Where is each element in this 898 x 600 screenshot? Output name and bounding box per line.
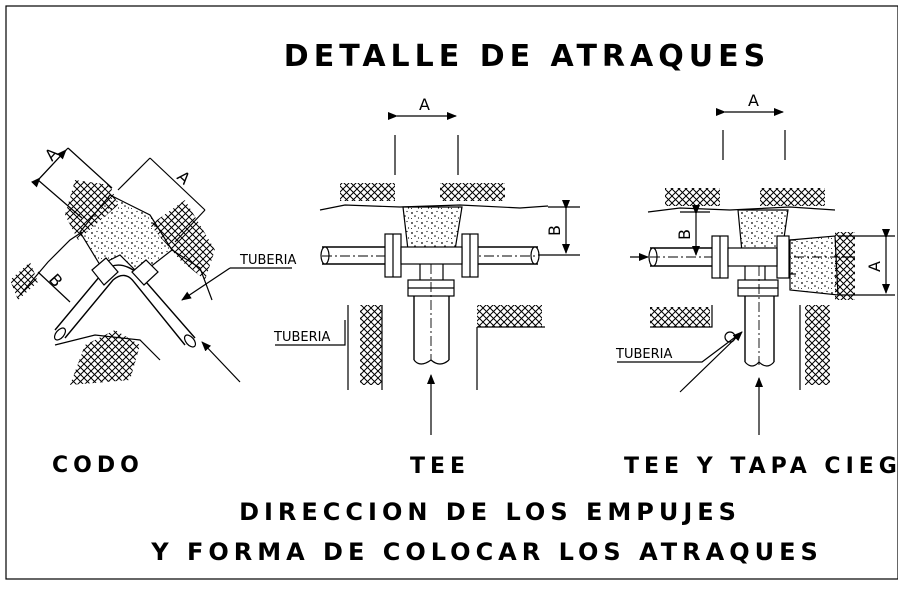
soil-hatch (150, 200, 215, 280)
footer-line-1: DIRECCION DE LOS EMPUJES (239, 498, 741, 526)
dim-a-label: A (419, 95, 430, 114)
tee-detail (275, 112, 580, 435)
pipe-label: TUBERIA (239, 253, 296, 268)
caption-codo: CODO (52, 453, 144, 478)
soil-hatch (650, 307, 710, 327)
dim-a-label: A (865, 261, 884, 272)
soil-hatch (340, 183, 395, 201)
footer-line-2: Y FORMA DE COLOCAR LOS ATRAQUES (150, 538, 823, 566)
dim-b-label: B (675, 229, 694, 240)
soil-hatch (360, 305, 382, 385)
sheet-border (5, 5, 898, 580)
soil-hatch (760, 188, 825, 206)
pipe-label: TUBERIA (615, 347, 672, 362)
soil-hatch (805, 305, 830, 385)
soil-hatch (10, 262, 38, 300)
soil-hatch (665, 188, 720, 206)
soil-hatch (835, 232, 855, 300)
page-title: DETALLE DE ATRAQUES (284, 39, 770, 74)
soil-hatch (65, 180, 118, 240)
dim-b-label: B (45, 270, 66, 291)
caption-tee-tapa: TEE Y TAPA CIEGA (624, 454, 898, 479)
pipe-label: TUBERIA (273, 330, 330, 345)
soil-hatch (440, 183, 505, 201)
codo-detail (10, 147, 292, 385)
thrust-block (402, 206, 463, 251)
soil-hatch (477, 305, 542, 327)
thrust-block (789, 235, 839, 296)
dim-a-label: A (41, 144, 62, 165)
dim-a-label: A (173, 167, 194, 188)
soil-hatch (70, 330, 140, 385)
tee-tapa-detail (617, 108, 895, 435)
dim-b-label: B (545, 225, 564, 236)
caption-tee: TEE (410, 454, 470, 479)
dim-a-label: A (748, 91, 759, 110)
